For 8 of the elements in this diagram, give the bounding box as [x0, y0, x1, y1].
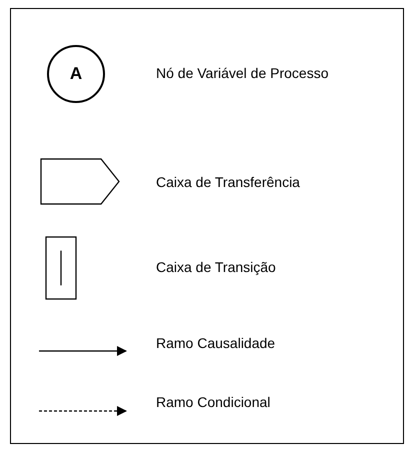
legend-text: Caixa de Transferência [156, 174, 300, 190]
process-variable-node: A [47, 45, 105, 103]
transition-box-symbol [45, 236, 77, 300]
transfer-box-symbol [40, 158, 120, 205]
legend-text: Ramo Condicional [156, 394, 270, 410]
legend-text: Ramo Causalidade [156, 335, 276, 351]
legend-text: Caixa de Transição [156, 259, 276, 275]
legend-text: Nó de Variável de Processo [156, 65, 328, 81]
